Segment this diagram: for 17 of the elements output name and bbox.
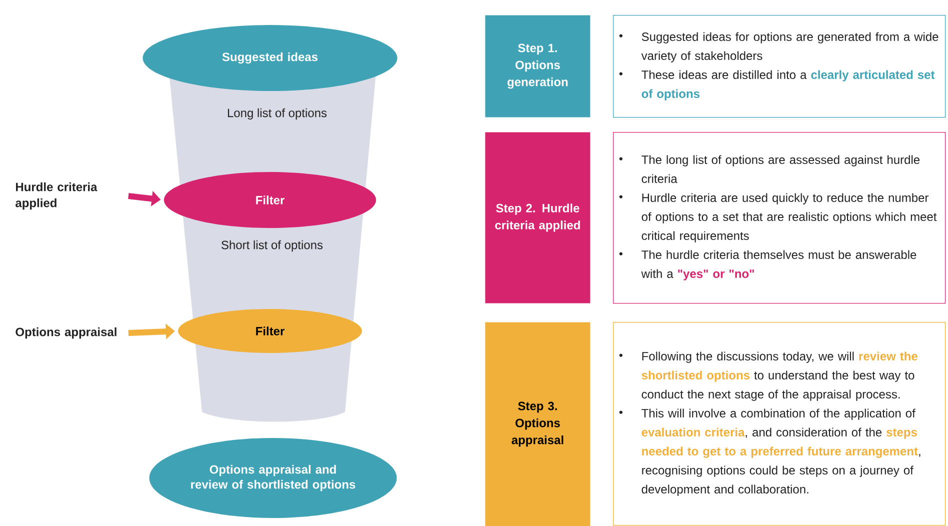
step-box: Step 2. Hurdle criteria applied bbox=[485, 132, 590, 304]
side-label: Hurdle criteria applied bbox=[16, 182, 98, 210]
stage-label: Short list of options bbox=[222, 240, 323, 252]
description-box bbox=[613, 322, 946, 526]
step-box: Step 3. Options appraisal bbox=[485, 322, 590, 526]
side-label: Options appraisal bbox=[16, 327, 116, 339]
bullet-item: Suggested ideas for options are generated from a wide variety of stakeholders bbox=[619, 32, 938, 62]
stage-label: Long list of options bbox=[228, 108, 327, 120]
bullet-item: Following the discussions today, we will review the shortlisted options to understand the best way to conduct the next stage of the appraisal process. bbox=[619, 352, 918, 401]
bullet-item: The hurdle criteria themselves must be answerable with a "yes" or "no" bbox=[619, 250, 916, 280]
description-box bbox=[613, 15, 946, 118]
bullet-item: These ideas are distilled into a clearly articulated set of options bbox=[619, 70, 935, 100]
step-box: Step 1. Options generation bbox=[485, 15, 590, 118]
bullet-item: Hurdle criteria are used quickly to reduce the number of options to a set that are realistic options which meet critical requirements bbox=[619, 193, 937, 242]
description-box bbox=[613, 132, 946, 304]
bullet-item: The long list of options are assessed against hurdle criteria bbox=[619, 155, 920, 183]
bullet-item: This will involve a combination of the application of evaluation criteria, and consideration of the steps needed to get to a preferred future arrangement, recognising options could be steps on a journey of development and collaboration. bbox=[619, 408, 920, 496]
